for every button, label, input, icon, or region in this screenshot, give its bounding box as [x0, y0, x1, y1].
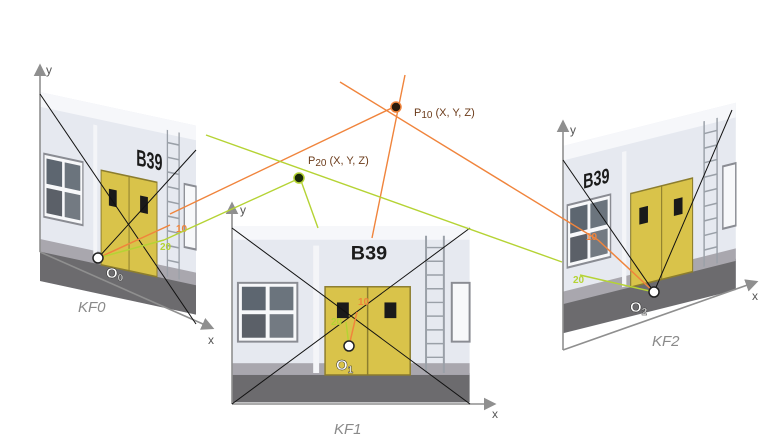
kf2-origin-label: O2 [630, 299, 648, 318]
kf0-x-label: x [208, 333, 214, 347]
kf2-image: B39 [561, 101, 737, 335]
kf2-proj-p20 [579, 274, 655, 293]
kf0-feature-10: 10 [176, 224, 188, 235]
ray-p10-kf1 [371, 74, 406, 239]
rays-p10 [169, 74, 599, 241]
kf1-label: KF1 [334, 421, 362, 438]
point-p10-label: P10(X, Y, Z) [414, 107, 475, 121]
kf1-origin-marker [343, 340, 355, 352]
point-p10-marker [390, 101, 402, 113]
ray-p20-kf2 [205, 134, 563, 263]
kf0-sign: B39 [136, 146, 162, 177]
kf1-proj-p10 [348, 311, 358, 347]
kf1-x-label: x [492, 407, 498, 421]
keyframe-kf2: B39 y x 10 20 O2 KF2 [556, 101, 759, 351]
ray-p20-kf0 [163, 177, 301, 241]
kf0-label: KF0 [78, 299, 106, 316]
kf2-feature-20: 20 [573, 275, 585, 286]
kf2-feature-10: 10 [586, 232, 598, 243]
ray-p20-kf1 [299, 177, 319, 229]
kf2-x-label: x [752, 289, 758, 303]
point-p20-label: P20(X, Y, Z) [308, 155, 369, 169]
kf1-sign: B39 [351, 242, 387, 264]
kf2-optic-line-2 [653, 109, 733, 293]
kf1-feature-20: 20 [331, 317, 343, 328]
kf0-y-label: y [46, 63, 52, 77]
kf0-optic-line-1 [39, 93, 197, 325]
kf0-optic-line-2 [97, 149, 197, 259]
kf0-origin-marker [92, 252, 104, 264]
kf2-x-axis [562, 279, 759, 351]
ray-p10-kf0 [169, 105, 397, 215]
kf2-optic-line-1 [562, 159, 655, 293]
kf0-origin-label: O0 [106, 265, 124, 284]
kf1-optic-line-2 [231, 227, 471, 405]
kf0-x-axis [39, 251, 215, 330]
kf0-image: B39 [38, 90, 198, 316]
keyframe-kf1: B39 y x 10 20 O1 KF1 [225, 201, 498, 438]
rays-p20 [163, 134, 563, 263]
kf1-feature-10: 10 [358, 297, 370, 308]
kf0-proj-p20 [97, 239, 165, 259]
kf0-proj-p10 [97, 224, 171, 259]
ray-p10-kf2 [339, 81, 599, 241]
point-p20-marker [293, 172, 305, 184]
kf1-origin-label: O1 [336, 357, 354, 376]
kf1-image: B39 [231, 225, 471, 404]
kf0-feature-20: 20 [160, 242, 172, 253]
kf2-origin-marker [648, 286, 660, 298]
keyframe-kf0: B39 y x 10 20 O0 KF0 [33, 63, 215, 347]
kf2-label: KF2 [652, 333, 680, 350]
kf1-y-label: y [240, 203, 246, 217]
kf2-y-label: y [570, 123, 576, 137]
kf2-proj-p10 [597, 239, 655, 293]
